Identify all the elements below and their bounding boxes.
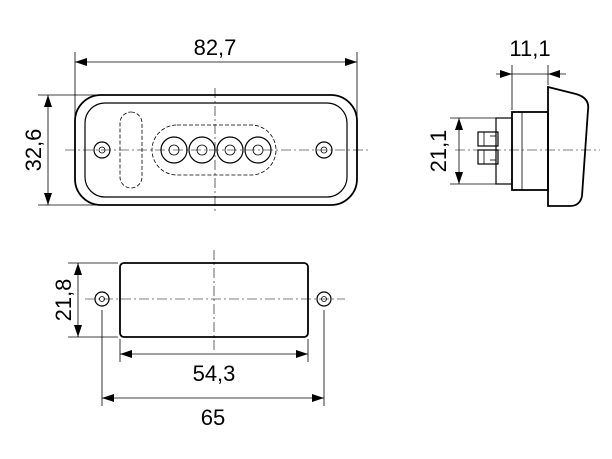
side-housing-flange [511,111,549,191]
dimension-connector-height-label: 21,1 [426,130,451,173]
side-terminals [477,131,499,165]
dimension-depth-label: 11,1 [509,36,550,61]
side-lens-body [547,85,590,207]
dimension-width-total: 82,7 [74,35,358,140]
side-connector-block [495,117,513,185]
dimension-connector-height: 21,1 [426,117,496,185]
bottom-view: 21,8 54,3 65 [51,250,345,430]
led-cluster [151,124,277,176]
dimension-base-width-label: 54,3 [193,361,236,386]
lens-slot [119,111,143,189]
dimension-hole-spacing-label: 65 [201,405,225,430]
dimension-hole-spacing: 65 [101,310,325,430]
front-mounting-hole-right [315,141,333,159]
dimension-height-total: 32,6 [21,94,210,206]
bottom-mounting-hole-right [316,291,332,307]
dimension-base-height: 21,8 [51,262,118,338]
dimension-base-width: 54,3 [119,339,309,386]
dimension-height-total-label: 32,6 [21,129,46,172]
dimension-depth: 11,1 [496,36,566,110]
front-view: 82,7 32,6 [21,35,370,212]
dimension-width-total-label: 82,7 [194,35,237,60]
dimension-base-height-label: 21,8 [51,279,76,322]
side-view: 11,1 21,1 [426,36,600,207]
front-mounting-hole-left [93,141,111,159]
bottom-mounting-hole-left [94,291,110,307]
